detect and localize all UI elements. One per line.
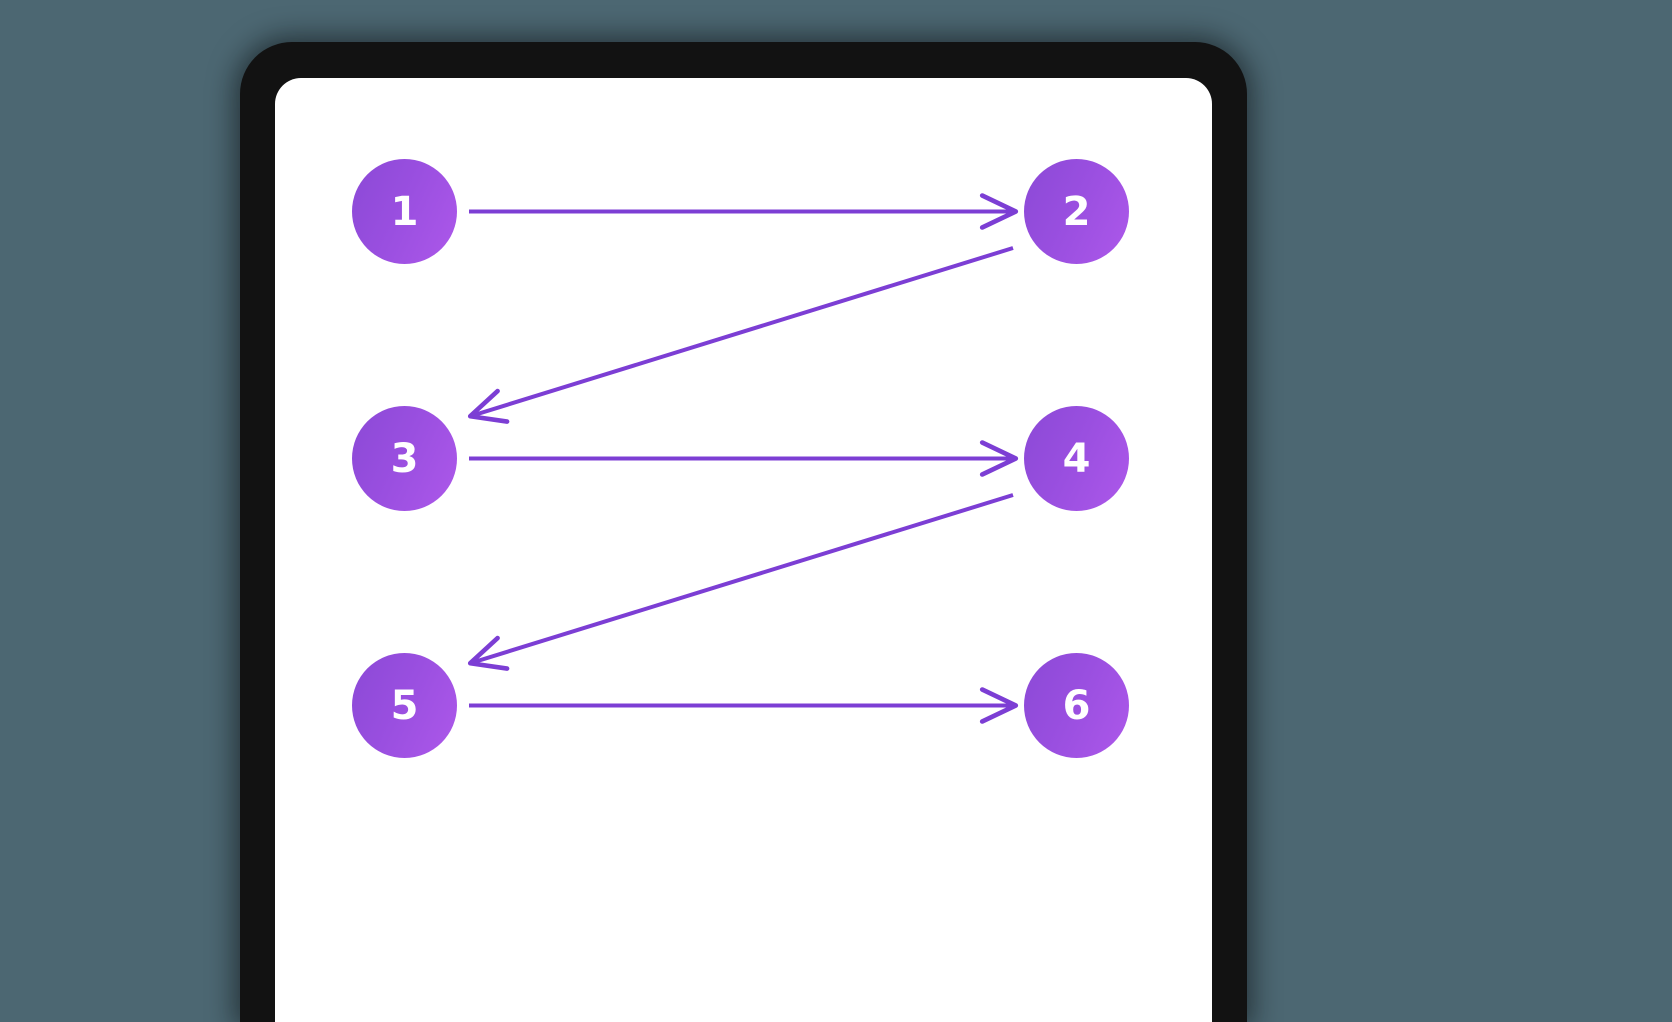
- node-2[interactable]: 2: [1024, 159, 1129, 264]
- node-3[interactable]: 3: [352, 406, 457, 511]
- node-1-label: 1: [390, 188, 419, 235]
- node-6[interactable]: 6: [1024, 653, 1129, 758]
- edge-4-to-5: [467, 493, 1014, 671]
- node-5-label: 5: [390, 682, 419, 729]
- flow-diagram: 1 2 3 4 5 6: [275, 78, 1212, 1022]
- node-2-label: 2: [1062, 188, 1091, 235]
- node-5[interactable]: 5: [352, 653, 457, 758]
- edge-2-to-3: [467, 246, 1014, 424]
- node-6-label: 6: [1062, 682, 1091, 729]
- node-4-label: 4: [1062, 435, 1091, 482]
- device-screen: 1 2 3 4 5 6: [275, 78, 1212, 1022]
- node-4[interactable]: 4: [1024, 406, 1129, 511]
- screenshot-stage: 1 2 3 4 5 6: [240, 42, 1247, 1022]
- node-3-label: 3: [390, 435, 419, 482]
- node-1[interactable]: 1: [352, 159, 457, 264]
